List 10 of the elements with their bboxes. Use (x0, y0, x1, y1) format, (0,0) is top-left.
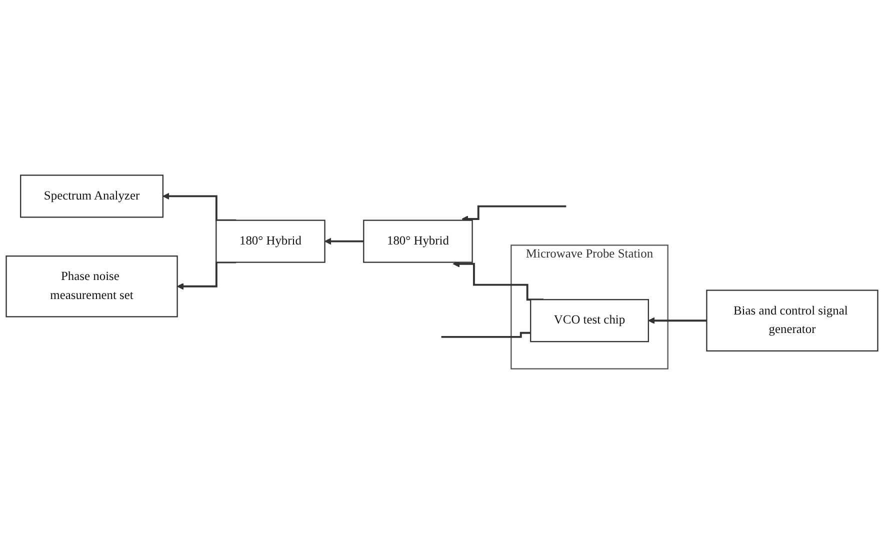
node-box: 180° Hybrid (216, 220, 326, 263)
node-box: Spectrum Analyzer (20, 174, 164, 218)
arrow (324, 238, 364, 245)
connector (441, 332, 531, 338)
arrow (462, 205, 566, 222)
node-box: Bias and control signal generator (706, 290, 878, 352)
node-box: VCO test chip (530, 299, 649, 342)
arrow (648, 317, 707, 324)
node-box: Phase noise measurement set (6, 255, 178, 318)
node-box: 180° Hybrid (363, 220, 473, 263)
